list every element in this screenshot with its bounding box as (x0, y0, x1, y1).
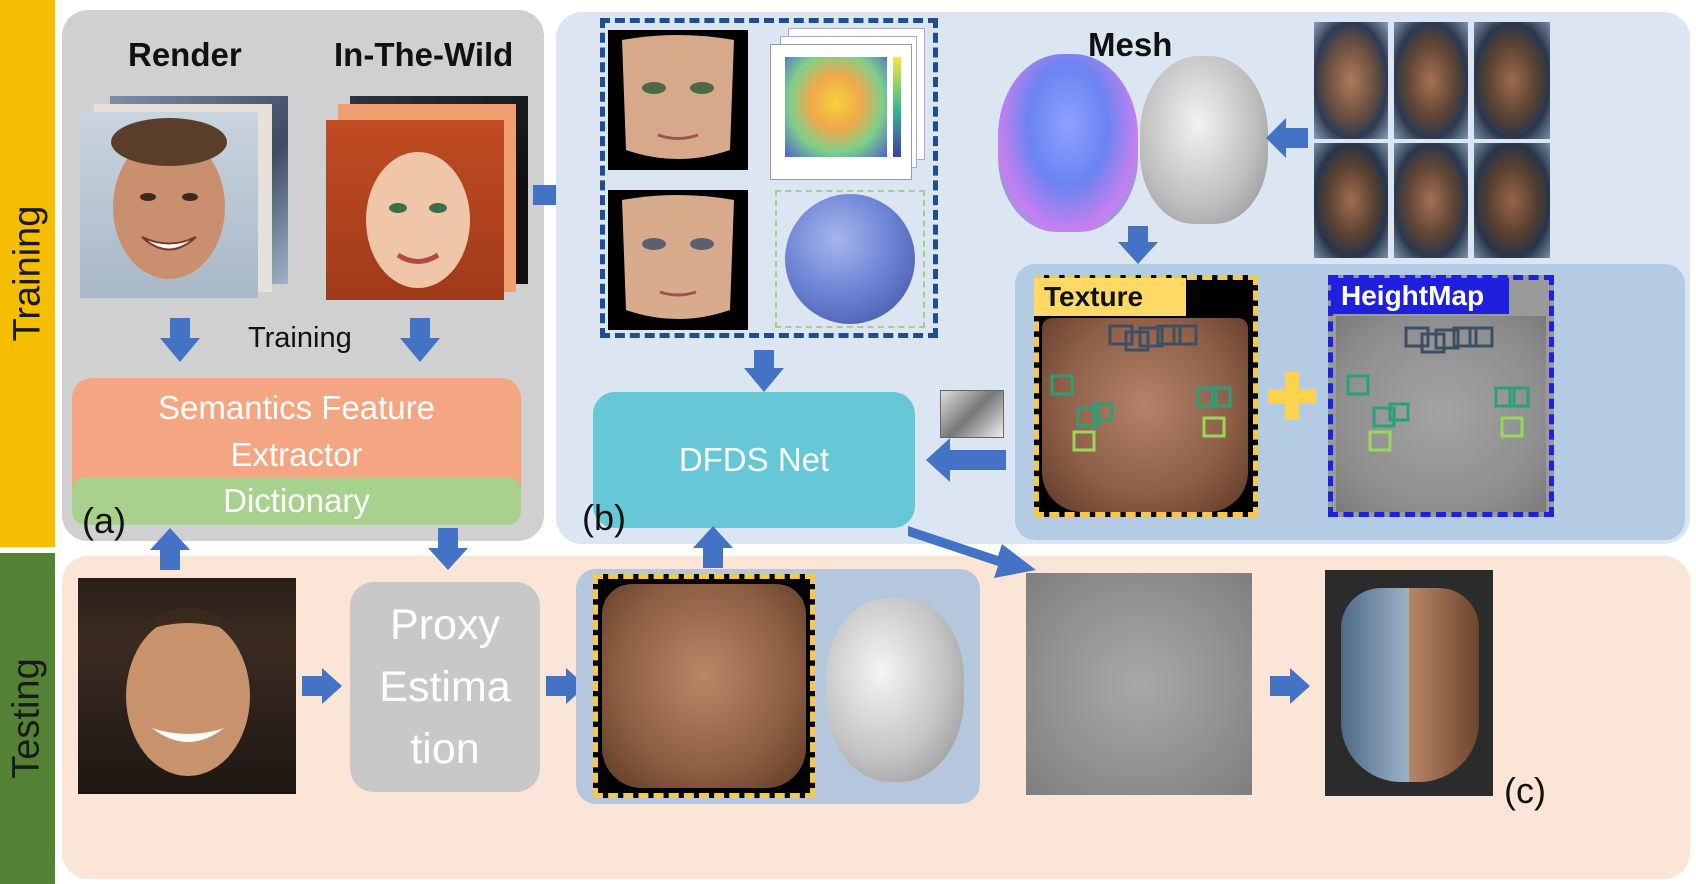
photo-3 (1474, 22, 1550, 139)
arrow-down-wild (400, 318, 440, 362)
uv-texture-sample-1 (608, 30, 748, 170)
test-texture-face (602, 584, 806, 788)
arrow-dfds-to-output (908, 526, 1036, 578)
input-face-photo (78, 578, 296, 794)
arrow-down-render (160, 318, 200, 362)
arrow-down-to-dfds (744, 350, 784, 392)
arrow-mesh-down (1118, 226, 1158, 264)
mesh-face (1140, 56, 1268, 224)
dfds-net-label: DFDS Net (678, 441, 830, 478)
plot-front (770, 44, 912, 180)
photo-1 (1314, 22, 1388, 139)
depth-map-plot (770, 28, 930, 180)
render-face-image (80, 112, 258, 298)
wild-image-stack (326, 96, 531, 302)
arrow-input-to-proxy (302, 668, 342, 704)
render-title: Render (128, 36, 242, 73)
panel-b-label: (b) (582, 497, 626, 538)
proxy-estimation-label: Proxy Estima tion (379, 601, 511, 773)
colorbar (893, 57, 901, 157)
mesh-title: Mesh (1088, 26, 1173, 63)
photo-5 (1394, 143, 1468, 258)
semantics-feature-extractor: Semantics Feature Extractor (72, 378, 521, 488)
in-the-wild-title: In-The-Wild (334, 36, 514, 73)
dictionary: Dictionary (72, 477, 521, 525)
training-side-label: Training (6, 205, 49, 342)
sphere-sample (775, 190, 925, 328)
render-image-stack (80, 96, 290, 298)
result-face (1325, 570, 1493, 796)
arrow-photos-to-mesh (1266, 118, 1308, 158)
result-face-right (1409, 588, 1479, 782)
testing-side-label: Testing (6, 658, 48, 779)
uv-texture-sample-2 (608, 190, 748, 330)
photo-4 (1314, 143, 1388, 258)
arrow-up-to-dictionary (150, 528, 190, 570)
wild-face-image (326, 120, 504, 300)
dfds-net: DFDS Net (593, 392, 915, 528)
arrow-up-to-dfds (693, 526, 733, 568)
patch-thumbnails (940, 390, 1004, 438)
sphere (785, 194, 915, 324)
panel-a-label: (a) (82, 500, 126, 541)
arrow-texture-to-dfds (926, 438, 1006, 482)
result-face-left (1341, 588, 1409, 782)
panel-c-label: (c) (1504, 770, 1546, 811)
arrow-heightmap-to-result (1270, 668, 1310, 704)
testing-bar: Testing (0, 553, 55, 884)
photo-6 (1474, 143, 1550, 258)
heightmap-tag: HeightMap (1331, 278, 1509, 314)
normal-map-face (998, 54, 1138, 232)
texture-tag: Texture (1034, 278, 1186, 316)
plus-icon (1268, 372, 1316, 420)
sample-grid (600, 18, 938, 338)
extractor-label: Semantics Feature Extractor (158, 389, 435, 473)
photo-grid (1312, 20, 1552, 260)
proxy-estimation: Proxy Estima tion (350, 582, 540, 792)
photo-2 (1394, 22, 1468, 139)
proxy-mesh-face (826, 598, 964, 782)
training-bar: Training (0, 0, 55, 547)
depth-heatmap (785, 57, 887, 157)
heightmap-patches (1346, 326, 1530, 452)
output-heightmap (1026, 573, 1252, 795)
dictionary-label: Dictionary (223, 482, 370, 519)
arrow-down-to-proxy (428, 528, 468, 570)
texture-patches (1050, 324, 1232, 452)
training-label: Training (248, 322, 352, 354)
